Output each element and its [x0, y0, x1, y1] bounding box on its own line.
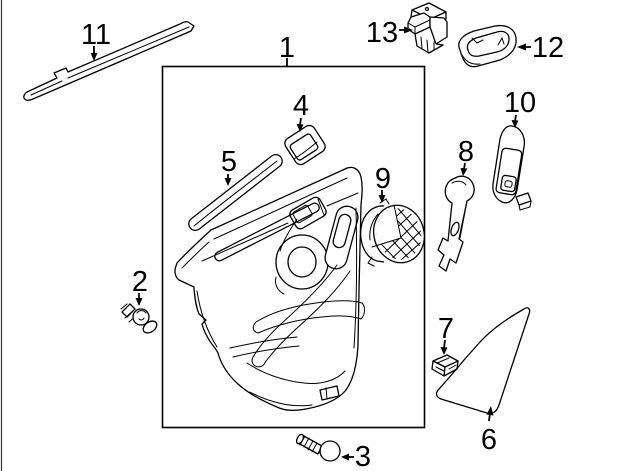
callout-3-label[interactable]: 3 — [355, 441, 371, 471]
callout-6-label[interactable]: 6 — [481, 424, 497, 456]
part-8-bracket — [437, 175, 475, 272]
callout-8-label[interactable]: 8 — [458, 136, 474, 168]
callout-7-label[interactable]: 7 — [438, 313, 454, 345]
part-10-switch-bezel — [492, 125, 532, 211]
door-panel-illustration — [174, 166, 365, 411]
callout-6-arrow — [486, 406, 494, 416]
callout-13-arrow — [404, 26, 413, 34]
callout-9-label[interactable]: 9 — [375, 163, 391, 195]
callout-3-arrow — [341, 453, 349, 461]
callout-9-arrow — [378, 195, 386, 203]
part-1-boundary-box — [161, 65, 426, 429]
callout-5-arrow — [224, 178, 232, 186]
callout-10-label[interactable]: 10 — [504, 87, 536, 119]
part-11-molding-strip — [23, 21, 195, 101]
part-9-speaker — [360, 198, 428, 267]
part-13-window-switch — [407, 2, 448, 54]
callout-8-arrow — [460, 168, 468, 176]
callout-4-arrow — [296, 124, 304, 132]
callout-12-label[interactable]: 12 — [532, 32, 564, 64]
callout-11-label[interactable]: 11 — [81, 19, 111, 51]
part-7-clip — [431, 354, 459, 377]
callout-7-arrow — [440, 347, 448, 355]
part-4-pull-bezel — [284, 124, 326, 166]
callout-2-label[interactable]: 2 — [132, 266, 148, 298]
part-5-trim-strip — [188, 153, 283, 232]
callout-1-label[interactable]: 1 — [279, 32, 295, 64]
callout-11-arrow — [90, 53, 98, 61]
callout-2-arrow — [135, 298, 143, 306]
callouts: 1 2 3 4 5 6 7 8 9 10 11 12 — [81, 17, 564, 471]
callout-5-label[interactable]: 5 — [221, 146, 237, 178]
callout-10-arrow — [511, 120, 519, 128]
callout-12-arrow — [517, 43, 526, 51]
callout-4-label[interactable]: 4 — [293, 90, 309, 122]
callout-13-label[interactable]: 13 — [366, 17, 398, 49]
part-2-fastener-clip — [120, 303, 158, 334]
part-6-trim-wedge — [435, 307, 531, 415]
part-12-handle-bezel — [458, 24, 517, 68]
part-3-screw — [295, 433, 341, 462]
